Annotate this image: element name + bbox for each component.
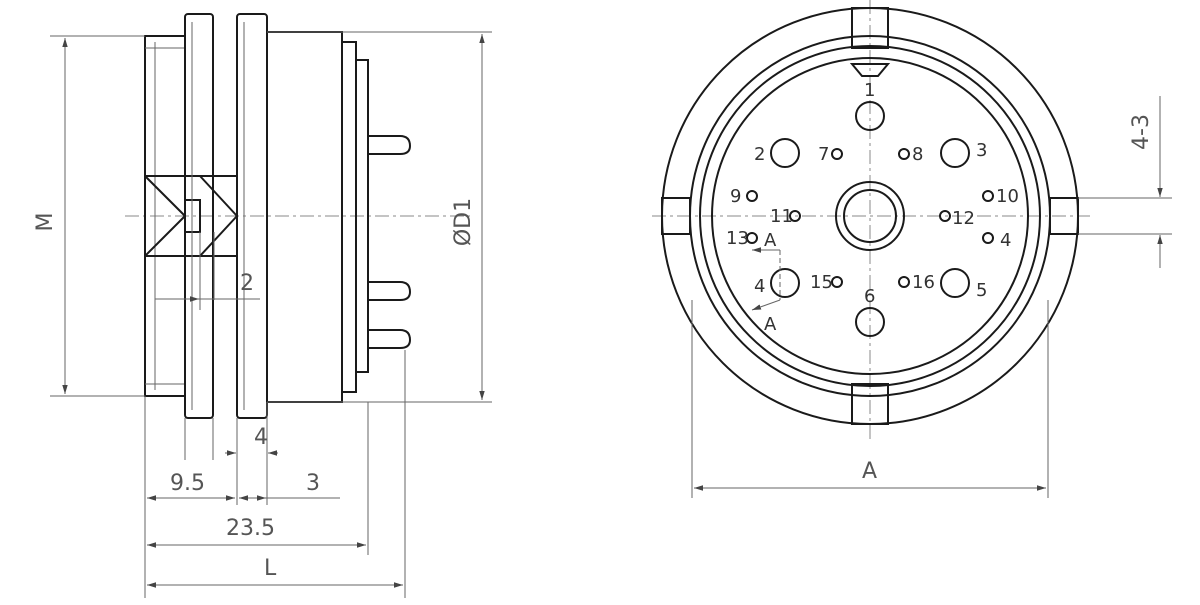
contact-tail-1 xyxy=(368,135,412,155)
pin-label-5: 5 xyxy=(976,280,987,301)
nut-hatch-1 xyxy=(144,175,186,217)
pin-hole-1 xyxy=(855,101,885,131)
side-view: 2 M ØD1 4 9.5 3 23.5 L xyxy=(33,13,492,598)
section-arrow-bottom xyxy=(751,299,781,311)
rear-ring xyxy=(341,41,357,393)
center-contact-outer xyxy=(835,181,905,251)
pin-hole-7 xyxy=(831,148,843,160)
insert-inner-circle xyxy=(711,57,1029,375)
pin-label-2: 2 xyxy=(754,144,765,165)
pin-hole-4 xyxy=(770,268,800,298)
section-mark-bottom: A xyxy=(764,314,777,335)
pin-label-3: 3 xyxy=(976,140,987,161)
keyway-right xyxy=(1049,197,1079,235)
pin-hole-5 xyxy=(940,268,970,298)
pin-hole-10 xyxy=(982,190,994,202)
front-view: 1 12 2 3 4 5 6 7 8 9 10 11 13 4 15 16 A … xyxy=(652,0,1172,498)
pin-hole-14 xyxy=(982,232,994,244)
pin-label-9: 9 xyxy=(730,186,741,207)
nut-hatch-2 xyxy=(144,215,186,257)
overall-body-dimension: 23.5 xyxy=(226,516,275,541)
flange-gap-dimension: 2 xyxy=(240,271,254,296)
second-length-dimension: 3 xyxy=(306,471,320,496)
pin-label-16: 16 xyxy=(912,272,935,293)
pin-hole-6 xyxy=(855,307,885,337)
pin-hole-12 xyxy=(939,210,951,222)
center-contact-inner xyxy=(843,189,897,243)
pin-hole-13 xyxy=(746,232,758,244)
nut-hatch-3 xyxy=(199,175,238,217)
first-length-dimension: 9.5 xyxy=(170,471,205,496)
keyway-left xyxy=(661,197,691,235)
pin-hole-2 xyxy=(770,138,800,168)
pin-label-14: 4 xyxy=(1000,230,1011,251)
pin-label-8: 8 xyxy=(912,144,923,165)
pin-hole-15 xyxy=(831,276,843,288)
polarizing-notch xyxy=(849,63,891,77)
pin-hole-16 xyxy=(898,276,910,288)
pin-label-10: 10 xyxy=(996,186,1019,207)
d1-dimension: ØD1 xyxy=(451,198,476,246)
keyway-dimension: 4-3 xyxy=(1129,114,1154,150)
pin-hole-8 xyxy=(898,148,910,160)
m-dimension: M xyxy=(33,213,58,232)
pin-label-7: 7 xyxy=(818,144,829,165)
nut-hatch-4 xyxy=(199,215,238,257)
contact-tail-3 xyxy=(368,329,412,349)
pin-label-13: 13 xyxy=(726,228,749,249)
pin-hole-11 xyxy=(789,210,801,222)
pin-hole-9 xyxy=(746,190,758,202)
rear-plate xyxy=(355,59,369,373)
pin-label-11: 11 xyxy=(770,206,793,227)
keyway-top xyxy=(851,7,889,49)
pin-label-6: 6 xyxy=(864,286,875,307)
pin-hole-3 xyxy=(940,138,970,168)
front-width-dimension: A xyxy=(862,459,877,484)
insert-outer-circle xyxy=(699,45,1041,387)
keyway-bottom xyxy=(851,383,889,425)
contact-tail-2 xyxy=(368,281,412,301)
front-flange xyxy=(184,13,214,419)
rear-body xyxy=(266,31,343,403)
pin-label-4: 4 xyxy=(754,276,765,297)
section-mark-top: A xyxy=(764,230,777,251)
pin-label-15: 15 xyxy=(810,272,833,293)
panel-gap-dimension: 4 xyxy=(254,425,268,450)
total-length-dimension: L xyxy=(264,556,277,581)
pin-label-1: 1 xyxy=(864,80,875,101)
pin-label-12: 12 xyxy=(952,208,975,229)
